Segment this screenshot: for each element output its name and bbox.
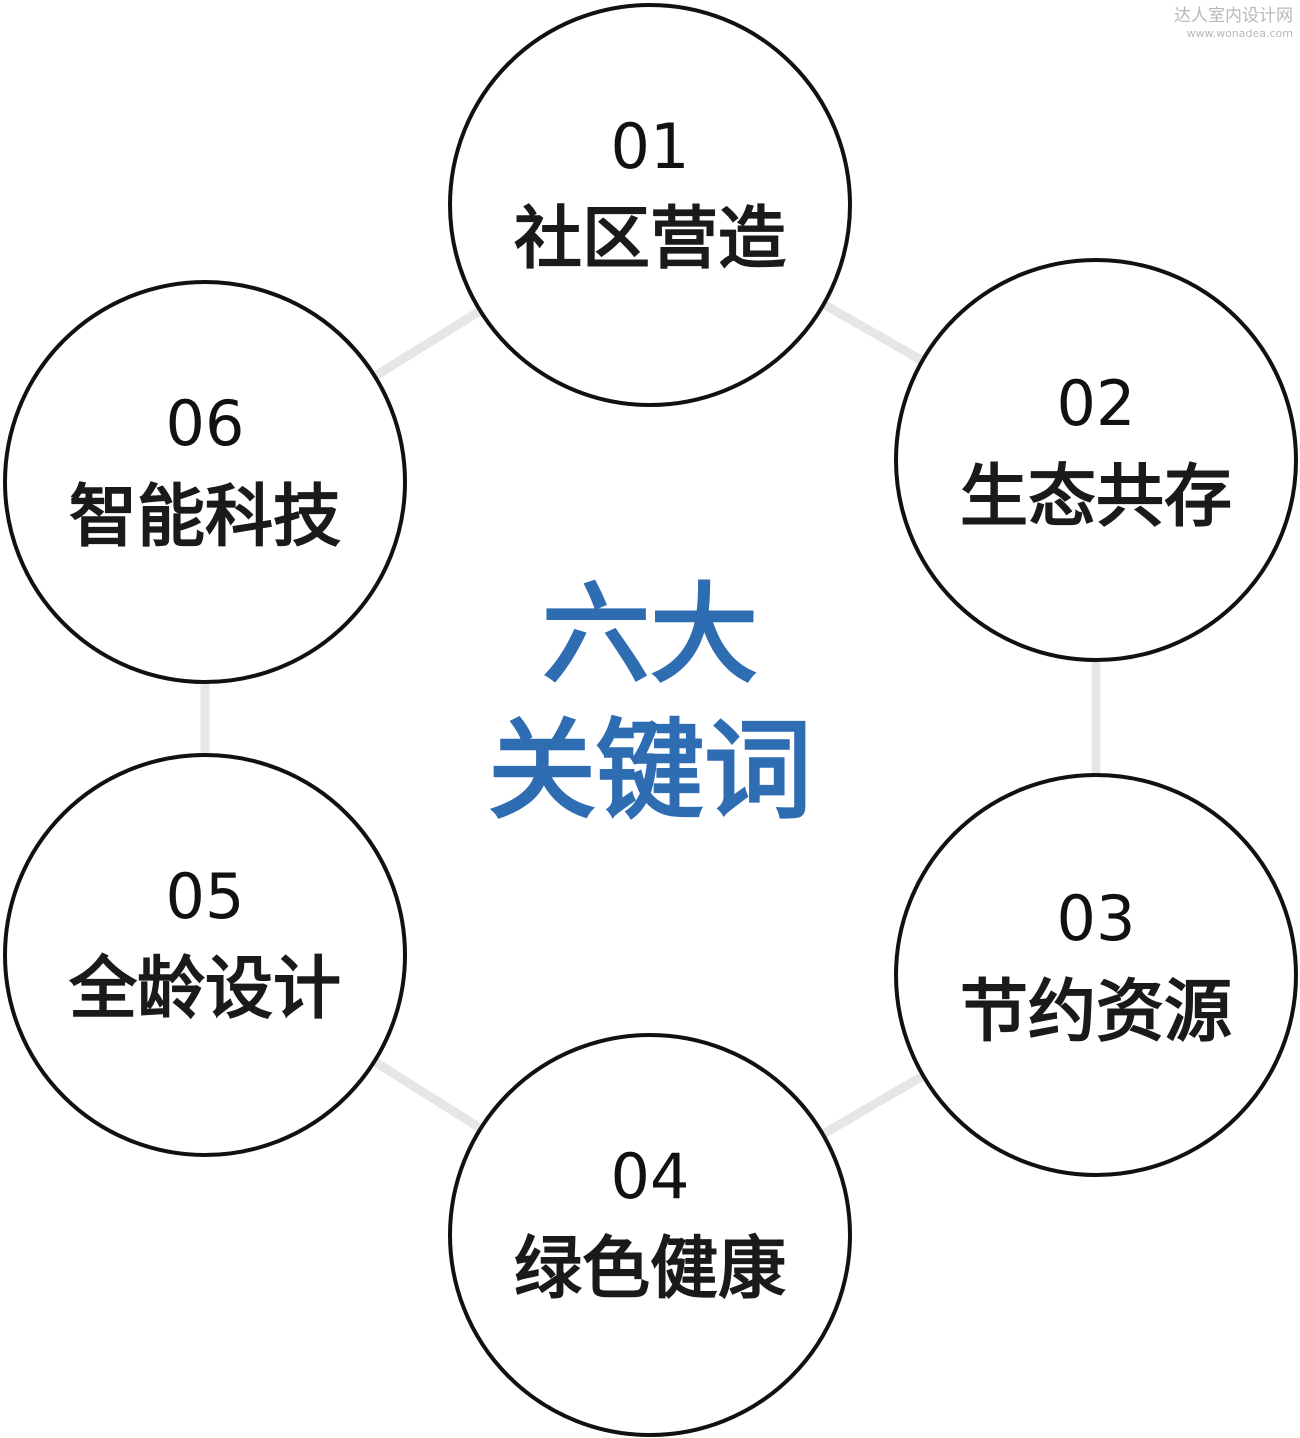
keyword-label-01: 社区营造 <box>514 200 786 279</box>
keyword-circle-03 <box>894 773 1298 1177</box>
center-title-line-2: 关键词 <box>488 709 812 834</box>
watermark: 达人室内设计网 www.wonadea.com <box>1174 6 1293 40</box>
keyword-node-05: 05 全龄设计 <box>3 753 407 1157</box>
keyword-number-05: 05 <box>166 860 245 933</box>
keyword-circle-01 <box>448 3 852 407</box>
watermark-url: www.wonadea.com <box>1187 27 1293 40</box>
keyword-label-05: 全龄设计 <box>68 950 341 1029</box>
watermark-title: 达人室内设计网 <box>1174 6 1293 26</box>
keyword-number-02: 02 <box>1057 367 1136 440</box>
keyword-label-02: 生态共存 <box>960 458 1232 537</box>
keyword-label-06: 智能科技 <box>69 478 341 557</box>
keyword-node-04: 04 绿色健康 <box>448 1033 852 1437</box>
keyword-label-03: 节约资源 <box>960 973 1232 1052</box>
keyword-node-03: 03 节约资源 <box>894 773 1298 1177</box>
keyword-circle-04 <box>448 1033 852 1437</box>
keyword-number-01: 01 <box>611 110 690 183</box>
keyword-circle-02 <box>894 258 1298 662</box>
keyword-node-02: 02 生态共存 <box>894 258 1298 662</box>
keyword-label-04: 绿色健康 <box>514 1230 786 1309</box>
keyword-circle-05 <box>3 753 407 1157</box>
keyword-node-06: 06 智能科技 <box>3 280 407 684</box>
keyword-number-03: 03 <box>1057 882 1136 955</box>
keyword-node-01: 01 社区营造 <box>448 3 852 407</box>
keyword-circle-06 <box>3 280 407 684</box>
keyword-number-06: 06 <box>166 387 245 460</box>
center-title-line-1: 六大 <box>542 573 758 698</box>
keyword-number-04: 04 <box>611 1140 690 1213</box>
